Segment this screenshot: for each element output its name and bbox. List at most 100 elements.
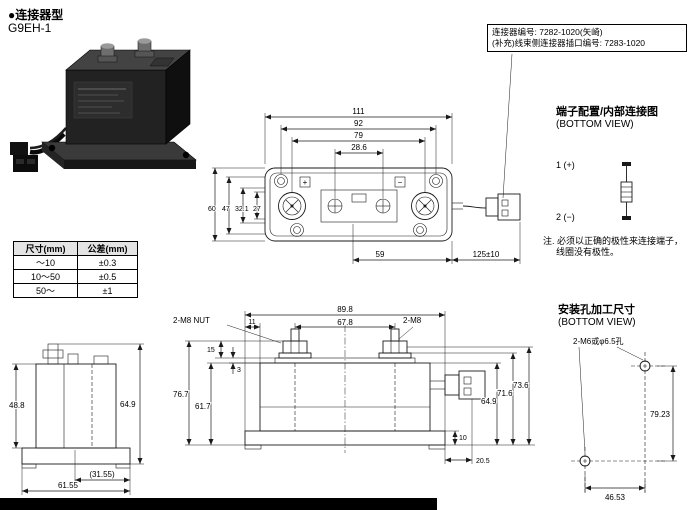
dim-67-8: 67.8: [294, 317, 396, 330]
relay-outline: [264, 167, 453, 242]
power-terminal-right: [411, 192, 439, 220]
dim-right-stack: 64.9 71.6 73.6: [407, 346, 535, 446]
dim-label: 47: [222, 206, 230, 213]
front-lead-connector: [430, 370, 486, 400]
dim-48-8: 48.8: [8, 363, 36, 449]
connector-leader-line: [502, 53, 513, 199]
tolerance-table: 尺寸(mm) 公差(mm) ～10 ±0.3 10～50 ±0.5 50～ ±1: [13, 241, 138, 298]
dim-label: 46.53: [605, 493, 626, 502]
dim-60: 60: [207, 167, 265, 242]
mounting-section-subtitle: (BOTTOM VIEW): [558, 317, 636, 328]
section-title: ●连接器型: [8, 8, 64, 22]
dim-label: 79: [354, 131, 363, 140]
dim-label: 61.55: [58, 481, 79, 490]
dim-10: 10: [445, 430, 468, 445]
dim-76-7: 76.7: [172, 340, 283, 446]
mounting-hole-label: 2-M6或φ6.5孔: [573, 336, 624, 346]
polarity-plus-mark: +: [303, 178, 308, 187]
dim-label: 28.6: [351, 143, 367, 152]
dim-61-55: 61.55: [21, 468, 131, 495]
dim-label-73-6: 73.6: [513, 381, 529, 390]
dim-79: 79: [291, 130, 426, 192]
dim-label-71-6: 71.6: [497, 389, 513, 398]
terminal-2-label: 2 (−): [556, 212, 575, 222]
table-row: 10～50 ±0.5: [13, 269, 138, 284]
power-terminal-left: [278, 192, 306, 220]
page-title: G9EH-1: [8, 21, 52, 35]
connector-note-line1: 连接器编号: 7282-1020(矢崎): [492, 27, 603, 37]
page-footer-bar: [0, 498, 437, 510]
cell-size-range: ～10: [13, 255, 78, 270]
terminal-symbol-2: [622, 202, 631, 220]
dim-46-53: 46.53: [584, 475, 646, 503]
dim-label: 27: [253, 206, 261, 213]
relay-terminal-studs: [97, 38, 175, 67]
cell-tolerance: ±1: [77, 283, 138, 298]
terminal-section-title: 端子配置/内部连接图: [556, 106, 659, 118]
terminal-symbol-1: [622, 162, 631, 182]
table-header-row: 尺寸(mm) 公差(mm): [13, 241, 138, 256]
terminal-section-subtitle: (BOTTOM VIEW): [556, 119, 634, 130]
dim-label-64-9: 64.9: [481, 397, 497, 406]
dim-label: 15: [207, 347, 215, 354]
polarity-minus-mark: −: [398, 178, 403, 187]
dim-32-1: 32.1: [234, 187, 265, 224]
dim-111: 111: [264, 106, 453, 164]
terminal-1-label: 1 (+): [556, 160, 575, 170]
col-header-tolerance: 公差(mm): [77, 241, 138, 256]
dim-89-8: 89.8: [244, 304, 446, 431]
dim-label: 3: [237, 367, 241, 374]
col-header-size: 尺寸(mm): [13, 241, 78, 256]
dim-label: 20.5: [476, 458, 490, 465]
dim-61-7: 61.7: [194, 362, 260, 445]
cell-tolerance: ±0.5: [77, 269, 138, 284]
mounting-hole-top: [631, 352, 665, 493]
dim-label: 61.7: [195, 402, 211, 411]
relay-body: [65, 49, 191, 145]
dim-label: 67.8: [337, 318, 353, 327]
dim-64-9: 64.9: [58, 343, 144, 465]
dim-label: 60: [208, 206, 216, 213]
coil-symbol: [620, 181, 633, 203]
stud-left: [278, 328, 312, 359]
hole-label-leader-1: [616, 346, 644, 361]
mounting-section-title: 安装孔加工尺寸: [558, 304, 635, 316]
dim-label: 89.8: [337, 305, 353, 314]
polarity-note-line2: 线圈没有极性。: [556, 247, 620, 257]
connector-note-box: 连接器编号: 7282-1020(矢崎) (补充)线束侧连接器插口编号: 728…: [487, 24, 687, 52]
cell-size-range: 10～50: [13, 269, 78, 284]
coil-lead-and-connector: [452, 193, 521, 221]
side-view-body: [21, 343, 131, 469]
cell-tolerance: ±0.3: [77, 255, 138, 270]
dim-15: 15: [206, 341, 279, 359]
harness-connector: [10, 142, 38, 172]
relay-base-flange: [41, 141, 197, 169]
table-row: ～10 ±0.3: [13, 255, 138, 270]
dim-47: 47: [221, 176, 265, 235]
hole-label-leader-2: [578, 346, 586, 454]
front-view-body: [244, 325, 446, 453]
dim-20-5: 20.5: [444, 399, 491, 466]
top-view-drawing: + − 111 92: [207, 106, 521, 264]
dim-59: 59: [352, 224, 453, 264]
cell-size-range: 50～: [13, 283, 78, 298]
dim-27: 27: [252, 191, 265, 220]
stud-callout-leader: [398, 326, 414, 340]
dim-label: 11: [248, 319, 255, 326]
front-view-drawing: 2-M8 NUT 2-M8 89.8 67.8 11 76.7: [172, 304, 535, 466]
dim-label: 111: [352, 107, 365, 116]
stud-right: [378, 328, 412, 359]
dim-3: 3: [229, 347, 275, 375]
side-view-drawing: 48.8 64.9 (31.55) 61.55: [8, 343, 144, 495]
polarity-marks: + −: [299, 176, 406, 188]
dim-11: 11: [245, 318, 261, 363]
nut-callout-leader: [226, 324, 282, 344]
dim-label: 10: [459, 435, 467, 442]
connector-note-line2: (补充)线束侧连接器插口编号: 7283-1020: [492, 38, 646, 48]
product-photo: [10, 38, 197, 172]
terminal-diagram: 1 (+) 2 (−): [556, 160, 633, 222]
nut-callout-label: 2-M8 NUT: [173, 316, 210, 325]
polarity-note-line1: 注. 必须以正确的极性来连接端子，: [543, 236, 684, 246]
dim-label: 92: [354, 119, 363, 128]
